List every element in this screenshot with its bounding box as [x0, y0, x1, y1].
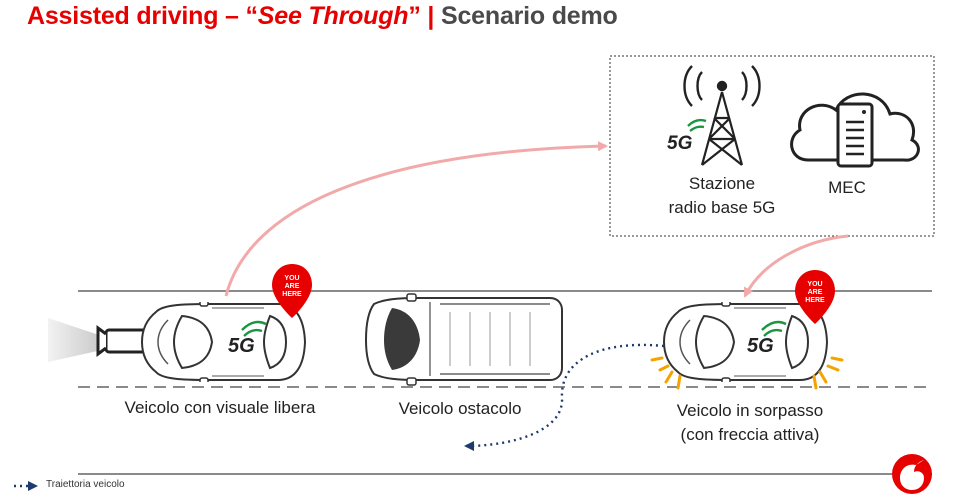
obstacle-vehicle-label: Veicolo ostacolo: [398, 399, 522, 418]
mec-cloud-icon: [790, 92, 920, 168]
turn-signal-blinker-icon: [650, 356, 844, 390]
overtaking-vehicle-label-line1: Veicolo in sorpasso: [676, 401, 824, 420]
left-you-are-here-pin: YOU ARE HERE: [272, 264, 312, 318]
camera-beam: [48, 318, 102, 362]
obstacle-van-icon: [364, 293, 563, 386]
title-subtitle: Scenario demo: [440, 2, 618, 30]
mec-label: MEC: [828, 178, 866, 197]
camera-icon: [96, 325, 148, 357]
network-box: [609, 55, 935, 237]
vodafone-logo-icon: [892, 454, 932, 494]
left-car-signal-icon: [241, 320, 267, 337]
legend-label: Traiettoria veicolo: [46, 479, 125, 490]
uplink-arrow: [224, 141, 608, 297]
downlink-arrow: [743, 234, 849, 298]
page-title: Assisted driving – “See Through” | Scena…: [27, 2, 618, 31]
title-part-1: Assisted driving – “: [27, 2, 258, 30]
svg-text:HERE: HERE: [282, 291, 302, 298]
right-car-icon: [663, 302, 828, 382]
svg-text:YOU: YOU: [807, 281, 822, 288]
vehicle-trajectory-arrow: [464, 343, 665, 451]
tower-5g-signal-icon: [687, 118, 707, 132]
station-label-line2: radio base 5G: [668, 198, 776, 217]
svg-text:YOU: YOU: [284, 275, 299, 282]
left-car-5g-badge: 5G: [228, 335, 255, 357]
overtaking-vehicle-label-line2: (con freccia attiva): [680, 425, 820, 444]
svg-text:ARE: ARE: [285, 283, 300, 290]
right-you-are-here-pin: YOU ARE HERE: [795, 270, 835, 324]
left-car-icon: [141, 302, 306, 382]
left-vehicle-label: Veicolo con visuale libera: [124, 398, 316, 417]
antenna-tower-icon: [683, 65, 761, 166]
right-car-5g-badge: 5G: [747, 335, 774, 357]
svg-text:HERE: HERE: [805, 297, 825, 304]
station-label-line1: Stazione: [688, 174, 756, 193]
svg-text:ARE: ARE: [808, 289, 823, 296]
title-emphasis: See Through: [257, 2, 409, 30]
title-part-3: ” |: [408, 2, 441, 30]
tower-5g-badge: 5G: [667, 133, 693, 154]
right-car-signal-icon: [761, 320, 787, 337]
